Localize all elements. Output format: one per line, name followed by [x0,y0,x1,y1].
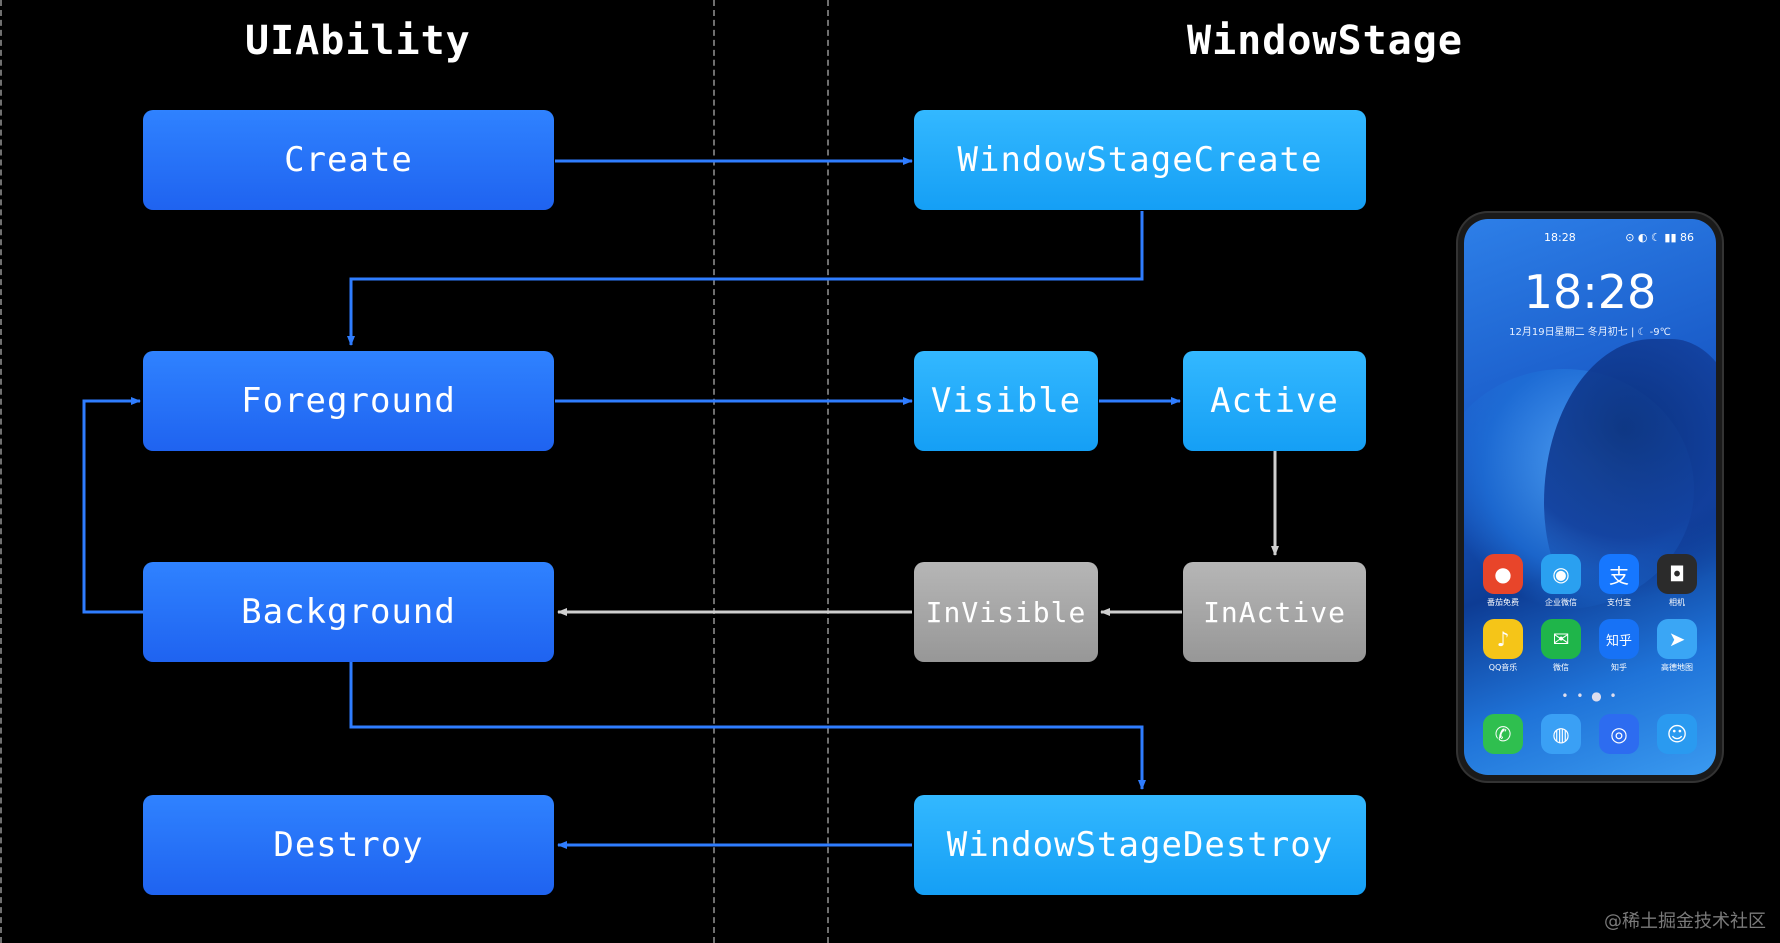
qqmusic-icon: ♪ [1483,619,1523,659]
app-label: 番茄免费 [1487,598,1519,607]
app-browser[interactable]: ◎ [1590,714,1648,754]
status-time: 18:28 [1544,231,1576,244]
app-zhihu[interactable]: 知乎知乎 [1590,619,1648,672]
app-wecom[interactable]: ◉ 企业微信 [1532,554,1590,607]
middle-divider-right [827,0,829,943]
browser-icon: ◎ [1599,714,1639,754]
phone-call-icon: ✆ [1483,714,1523,754]
app-messages[interactable]: ◍ [1532,714,1590,754]
app-dock: ✆ ◍ ◎ ☺ [1474,714,1706,754]
zhihu-icon: 知乎 [1599,619,1639,659]
page-indicator: • • ● • [1561,689,1619,703]
windowstagedestroy-box: WindowStageDestroy [914,795,1366,895]
background-box: Background [143,562,554,662]
app-label: 企业微信 [1545,598,1577,607]
camera-icon: ◘ [1657,554,1697,594]
app-label: 相机 [1669,598,1685,607]
wecom-icon: ◉ [1541,554,1581,594]
arrow-wscreate-to-foreground [347,211,1144,346]
inactive-box: InActive [1183,562,1366,662]
windowstage-title: WindowStage [1187,18,1463,64]
app-qqmusic[interactable]: ♪ QQ音乐 [1474,619,1532,672]
messages-icon: ◍ [1541,714,1581,754]
wechat-icon: ✉ [1541,619,1581,659]
arrow-background-to-foreground [82,397,143,614]
app-label: 高德地图 [1661,663,1693,672]
active-box: Active [1183,351,1366,451]
app-tomato[interactable]: ● 番茄免费 [1474,554,1532,607]
phone-screen: 18:28 ⊙ ◐ ☾ ▮▮ 86 18:28 12月19日星期二 冬月初七 |… [1464,219,1716,775]
app-contacts[interactable]: ☺ [1648,714,1706,754]
invisible-box: InVisible [914,562,1098,662]
left-edge-divider [0,0,2,943]
app-label: QQ音乐 [1488,663,1518,672]
destroy-box: Destroy [143,795,554,895]
lockscreen-date: 12月19日星期二 冬月初七 | ☾ -9℃ [1509,327,1671,338]
app-label: 支付宝 [1607,598,1631,607]
contacts-icon: ☺ [1657,714,1697,754]
foreground-box: Foreground [143,351,554,451]
amap-icon: ➤ [1657,619,1697,659]
app-phone-call[interactable]: ✆ [1474,714,1532,754]
app-grid-row-1: ●番茄免费◉企业微信支支付宝◘相机 [1474,554,1706,607]
app-alipay[interactable]: 支支付宝 [1590,554,1648,607]
middle-divider-left [713,0,715,943]
uiability-title: UIAbility [245,18,471,64]
alipay-icon: 支 [1599,554,1639,594]
windowstagecreate-box: WindowStageCreate [914,110,1366,210]
app-label: 微信 [1553,663,1569,672]
app-camera[interactable]: ◘ 相机 [1648,554,1706,607]
status-icons: ⊙ ◐ ☾ ▮▮ 86 [1625,231,1694,244]
app-label: 知乎 [1611,663,1627,672]
phone-status-bar: 18:28 ⊙ ◐ ☾ ▮▮ 86 [1464,231,1716,244]
lockscreen-clock: 18:28 [1523,265,1657,319]
tomato-icon: ● [1483,554,1523,594]
app-amap[interactable]: ➤ 高德地图 [1648,619,1706,672]
arrow-background-to-wsdestroy [349,662,1146,790]
phone-mockup: 18:28 ⊙ ◐ ☾ ▮▮ 86 18:28 12月19日星期二 冬月初七 |… [1458,213,1722,781]
create-box: Create [143,110,554,210]
visible-box: Visible [914,351,1098,451]
app-wechat[interactable]: ✉ 微信 [1532,619,1590,672]
watermark: @稀土掘金技术社区 [1604,911,1766,932]
app-grid-row-2: ♪QQ音乐✉微信知乎知乎➤高德地图 [1474,619,1706,672]
